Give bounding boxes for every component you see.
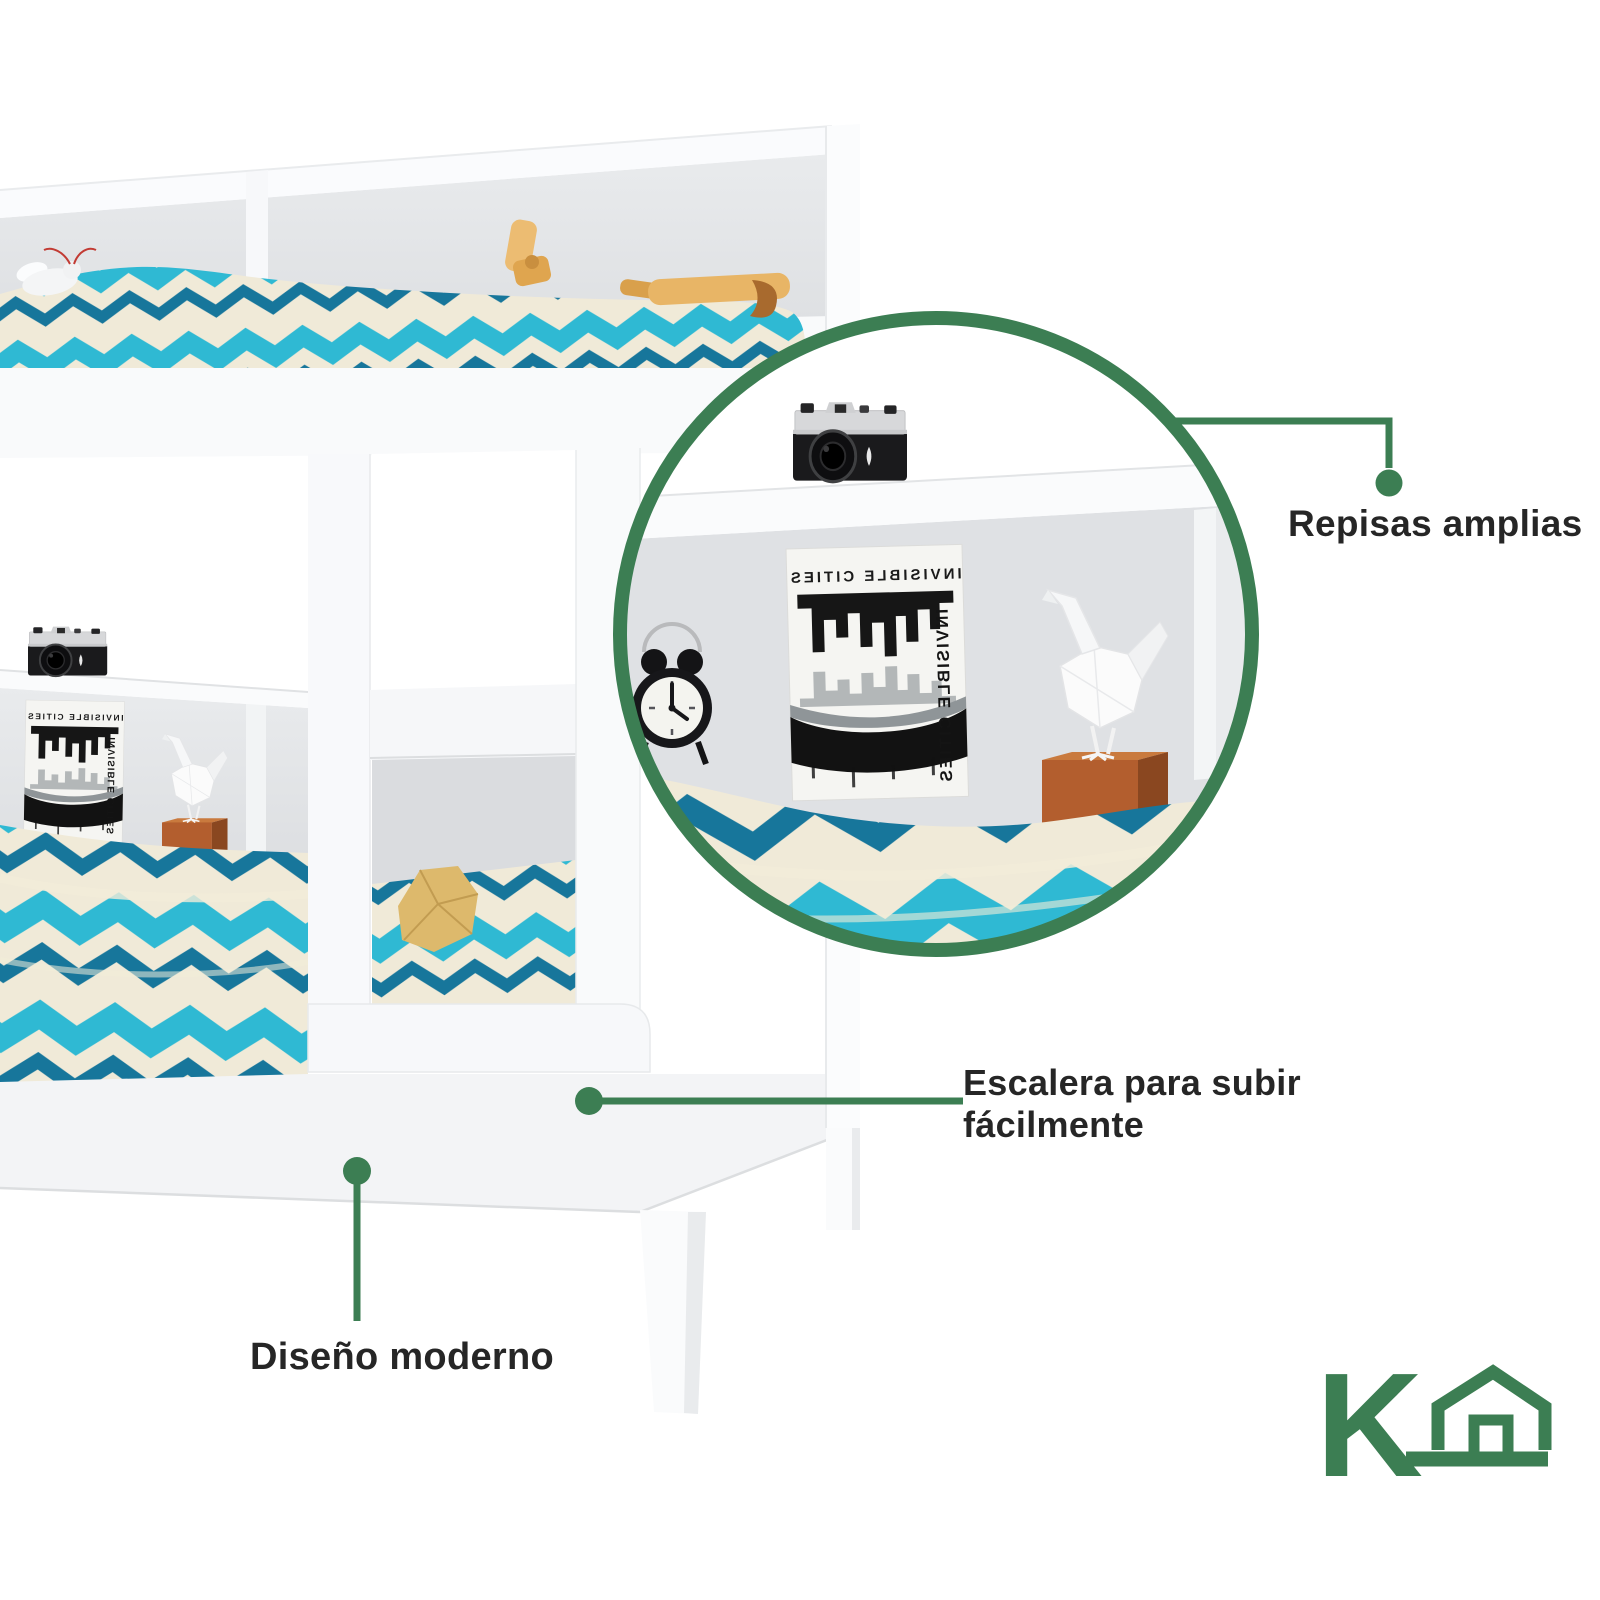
callout-escalera-connector [575, 1087, 963, 1115]
callout-repisas-connector [1170, 417, 1403, 497]
callout-dot-escalera [575, 1087, 603, 1115]
camera-figurine [27, 625, 109, 678]
upper-window-opening [372, 450, 576, 692]
callout-label-repisas: Repisas amplias [1288, 503, 1583, 544]
guard-mid-rail [370, 684, 576, 760]
bed-leg-rear [826, 1126, 860, 1230]
callout-label-diseno: Diseño moderno [250, 1336, 555, 1378]
callout-label-escalera-line1: Escalera para subir [963, 1062, 1301, 1103]
guard-bottom-rail [307, 1003, 651, 1073]
lower-shelf-divider [246, 700, 266, 862]
lower-blanket [0, 825, 309, 1112]
butterfly-toy [16, 247, 97, 296]
guard-post-left [308, 454, 370, 1072]
house-icon [1406, 1364, 1552, 1467]
magnified-divider [1194, 508, 1216, 780]
city-poster [24, 700, 125, 843]
callout-label-escalera-line2: fácilmente [963, 1104, 1145, 1145]
wooden-airplane-toy [505, 219, 790, 318]
brand-logo: K [1316, 1343, 1552, 1508]
callout-dot-diseno [343, 1157, 371, 1185]
upper-mattress-blanket [0, 266, 806, 368]
magnified-camera [791, 400, 909, 484]
callout-dot-repisas [1375, 469, 1403, 497]
callout-label-escalera: Escalera para subir fácilmente [963, 1062, 1301, 1146]
top-shelf-divider [246, 170, 268, 302]
lower-window [372, 748, 576, 1006]
magnifier-circle [613, 311, 1259, 957]
magnified-poster [786, 544, 969, 801]
magnified-shelf-top [626, 462, 1246, 540]
callout-diseno-connector [343, 1157, 371, 1321]
brand-letter-k: K [1316, 1343, 1423, 1508]
magnifier-ring [613, 311, 1259, 957]
lower-shelf-top [0, 670, 308, 708]
gold-rock [398, 866, 479, 952]
bed-leg-front [640, 1210, 706, 1414]
bed-skirt [0, 1074, 859, 1214]
